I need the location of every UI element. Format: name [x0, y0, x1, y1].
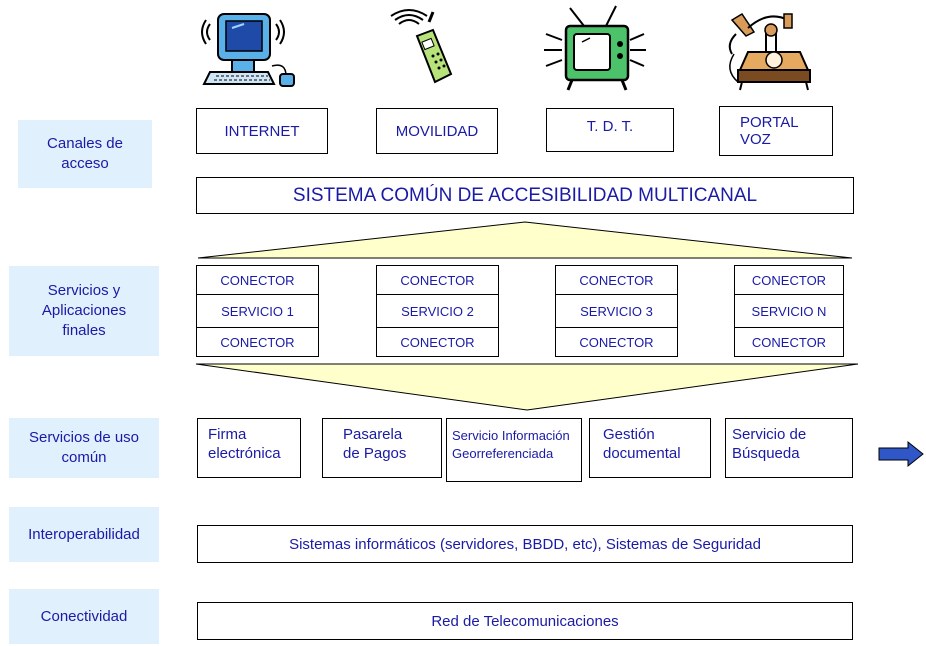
channel-portal-voz: PORTAL VOZ [719, 106, 833, 156]
interoperabilidad-box: Sistemas informáticos (servidores, BBDD,… [197, 525, 853, 563]
conector-top: CONECTOR [197, 266, 318, 295]
service-stack-1: CONECTOR SERVICIO 1 CONECTOR [196, 265, 319, 357]
common-service-busqueda: Servicio de Búsqueda [725, 418, 853, 478]
channel-label: PORTAL VOZ [740, 114, 799, 148]
service-name: SERVICIO 3 [556, 295, 677, 327]
channel-internet: INTERNET [196, 108, 328, 154]
channel-movilidad: MOVILIDAD [376, 108, 498, 154]
common-service-pasarela: Pasarela de Pagos [322, 418, 442, 478]
funnel-upper [197, 221, 853, 259]
common-service-georreferenciada: Servicio Información Georreferenciada [446, 418, 582, 482]
layer-servicios-uso-comun: Servicios de uso común [9, 418, 159, 478]
conectividad-box: Red de Telecomunicaciones [197, 602, 853, 640]
antique-telephone-icon [728, 12, 811, 91]
right-arrow-icon [878, 440, 924, 468]
service-name: SERVICIO N [735, 295, 843, 327]
service-stack-n: CONECTOR SERVICIO N CONECTOR [734, 265, 844, 357]
service-name: SERVICIO 2 [377, 295, 498, 327]
conector-bottom: CONECTOR [735, 327, 843, 356]
layer-interoperabilidad: Interoperabilidad [9, 507, 159, 562]
conector-top: CONECTOR [556, 266, 677, 295]
conector-top: CONECTOR [735, 266, 843, 295]
layer-conectividad: Conectividad [9, 589, 159, 644]
funnel-lower [195, 363, 859, 411]
layer-servicios-aplicaciones: Servicios y Aplicaciones finales [9, 266, 159, 356]
conector-bottom: CONECTOR [377, 327, 498, 356]
service-stack-3: CONECTOR SERVICIO 3 CONECTOR [555, 265, 678, 357]
channel-label: MOVILIDAD [395, 122, 479, 140]
service-name: SERVICIO 1 [197, 295, 318, 327]
layer-canales-de-acceso: Canales de acceso [18, 120, 152, 188]
conector-bottom: CONECTOR [197, 327, 318, 356]
common-service-gestion: Gestión documental [589, 418, 711, 478]
television-icon [544, 5, 646, 91]
channel-label: T. D. T. [586, 118, 634, 135]
conector-bottom: CONECTOR [556, 327, 677, 356]
channel-tdt: T. D. T. [546, 108, 674, 152]
common-service-firma: Firma electrónica [197, 418, 301, 478]
mobile-phone-icon [390, 9, 453, 84]
sistema-comun-accesibilidad: SISTEMA COMÚN DE ACCESIBILIDAD MULTICANA… [196, 177, 854, 214]
service-stack-2: CONECTOR SERVICIO 2 CONECTOR [376, 265, 499, 357]
channel-label: INTERNET [224, 122, 300, 140]
conector-top: CONECTOR [377, 266, 498, 295]
computer-icon [201, 13, 295, 87]
